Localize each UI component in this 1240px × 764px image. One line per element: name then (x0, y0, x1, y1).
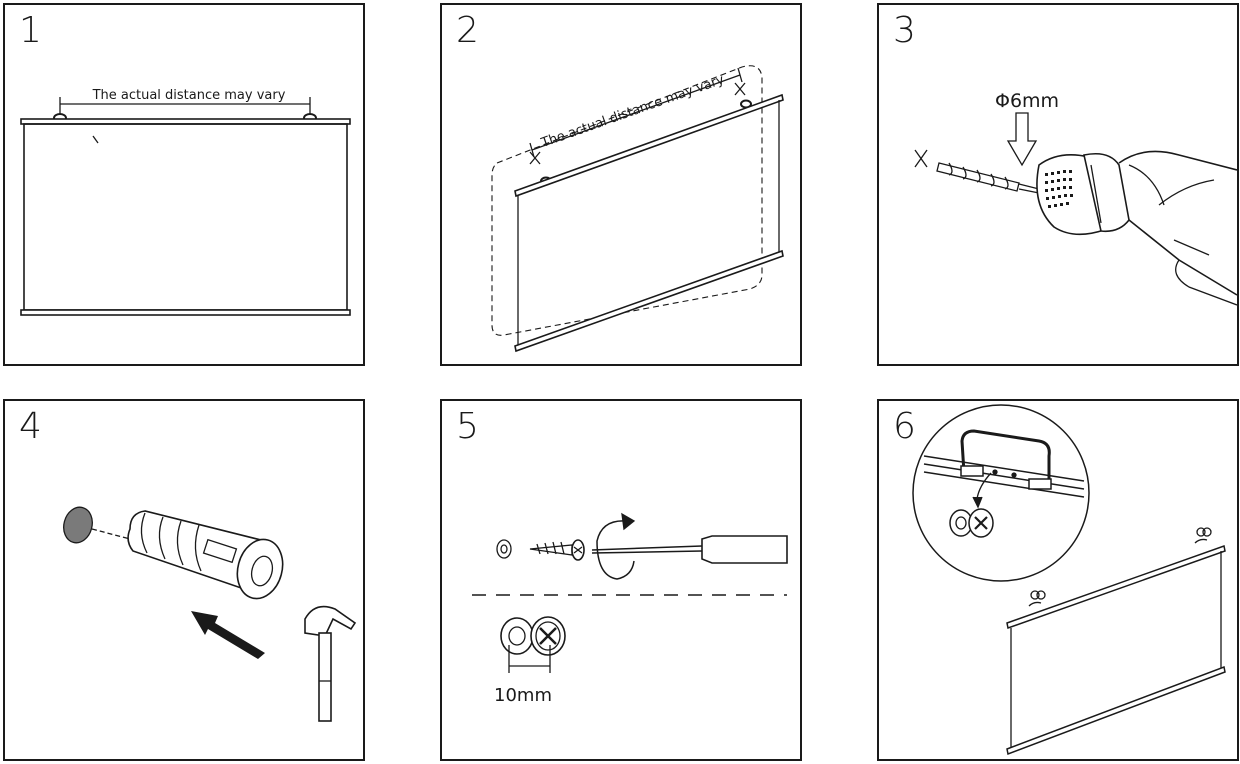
step-4-panel: 4 (3, 399, 365, 761)
wall-anchor-hammer-illustration (63, 506, 357, 722)
step-number: 3 (893, 10, 916, 51)
step-6-panel: 6 (877, 399, 1239, 761)
tilted-screen-illustration (491, 65, 784, 353)
step-3-panel: 3 (877, 3, 1239, 366)
screw-washer-illustration (472, 512, 788, 673)
step-number: 1 (19, 10, 42, 51)
step-2-panel: 2 The actual distance may vary (440, 3, 802, 366)
step-number: 6 (893, 406, 916, 447)
step-5-panel: 5 (440, 399, 802, 761)
step-number: 2 (456, 10, 479, 51)
step-number: 5 (456, 406, 479, 447)
step-number: 4 (19, 406, 42, 447)
screen-with-hangers-illustration (20, 97, 351, 316)
hang-screen-illustration (912, 404, 1226, 756)
drill-illustration (914, 112, 1237, 306)
step-1-panel: 1 The actual distance may vary (3, 3, 365, 366)
